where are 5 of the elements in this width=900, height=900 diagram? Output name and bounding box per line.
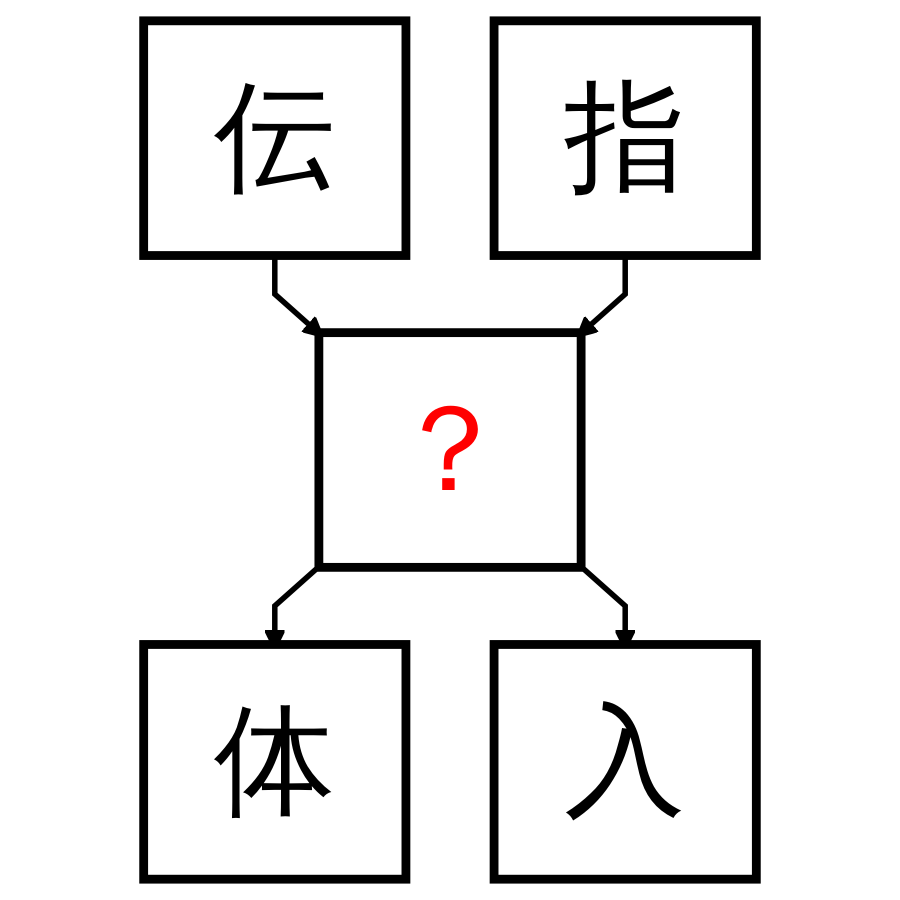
node-box: 体 <box>139 640 410 884</box>
node-box: 指 <box>490 16 761 260</box>
node-box: ？ <box>314 328 586 572</box>
node-box: 伝 <box>139 16 410 260</box>
node-box: 入 <box>490 640 761 884</box>
